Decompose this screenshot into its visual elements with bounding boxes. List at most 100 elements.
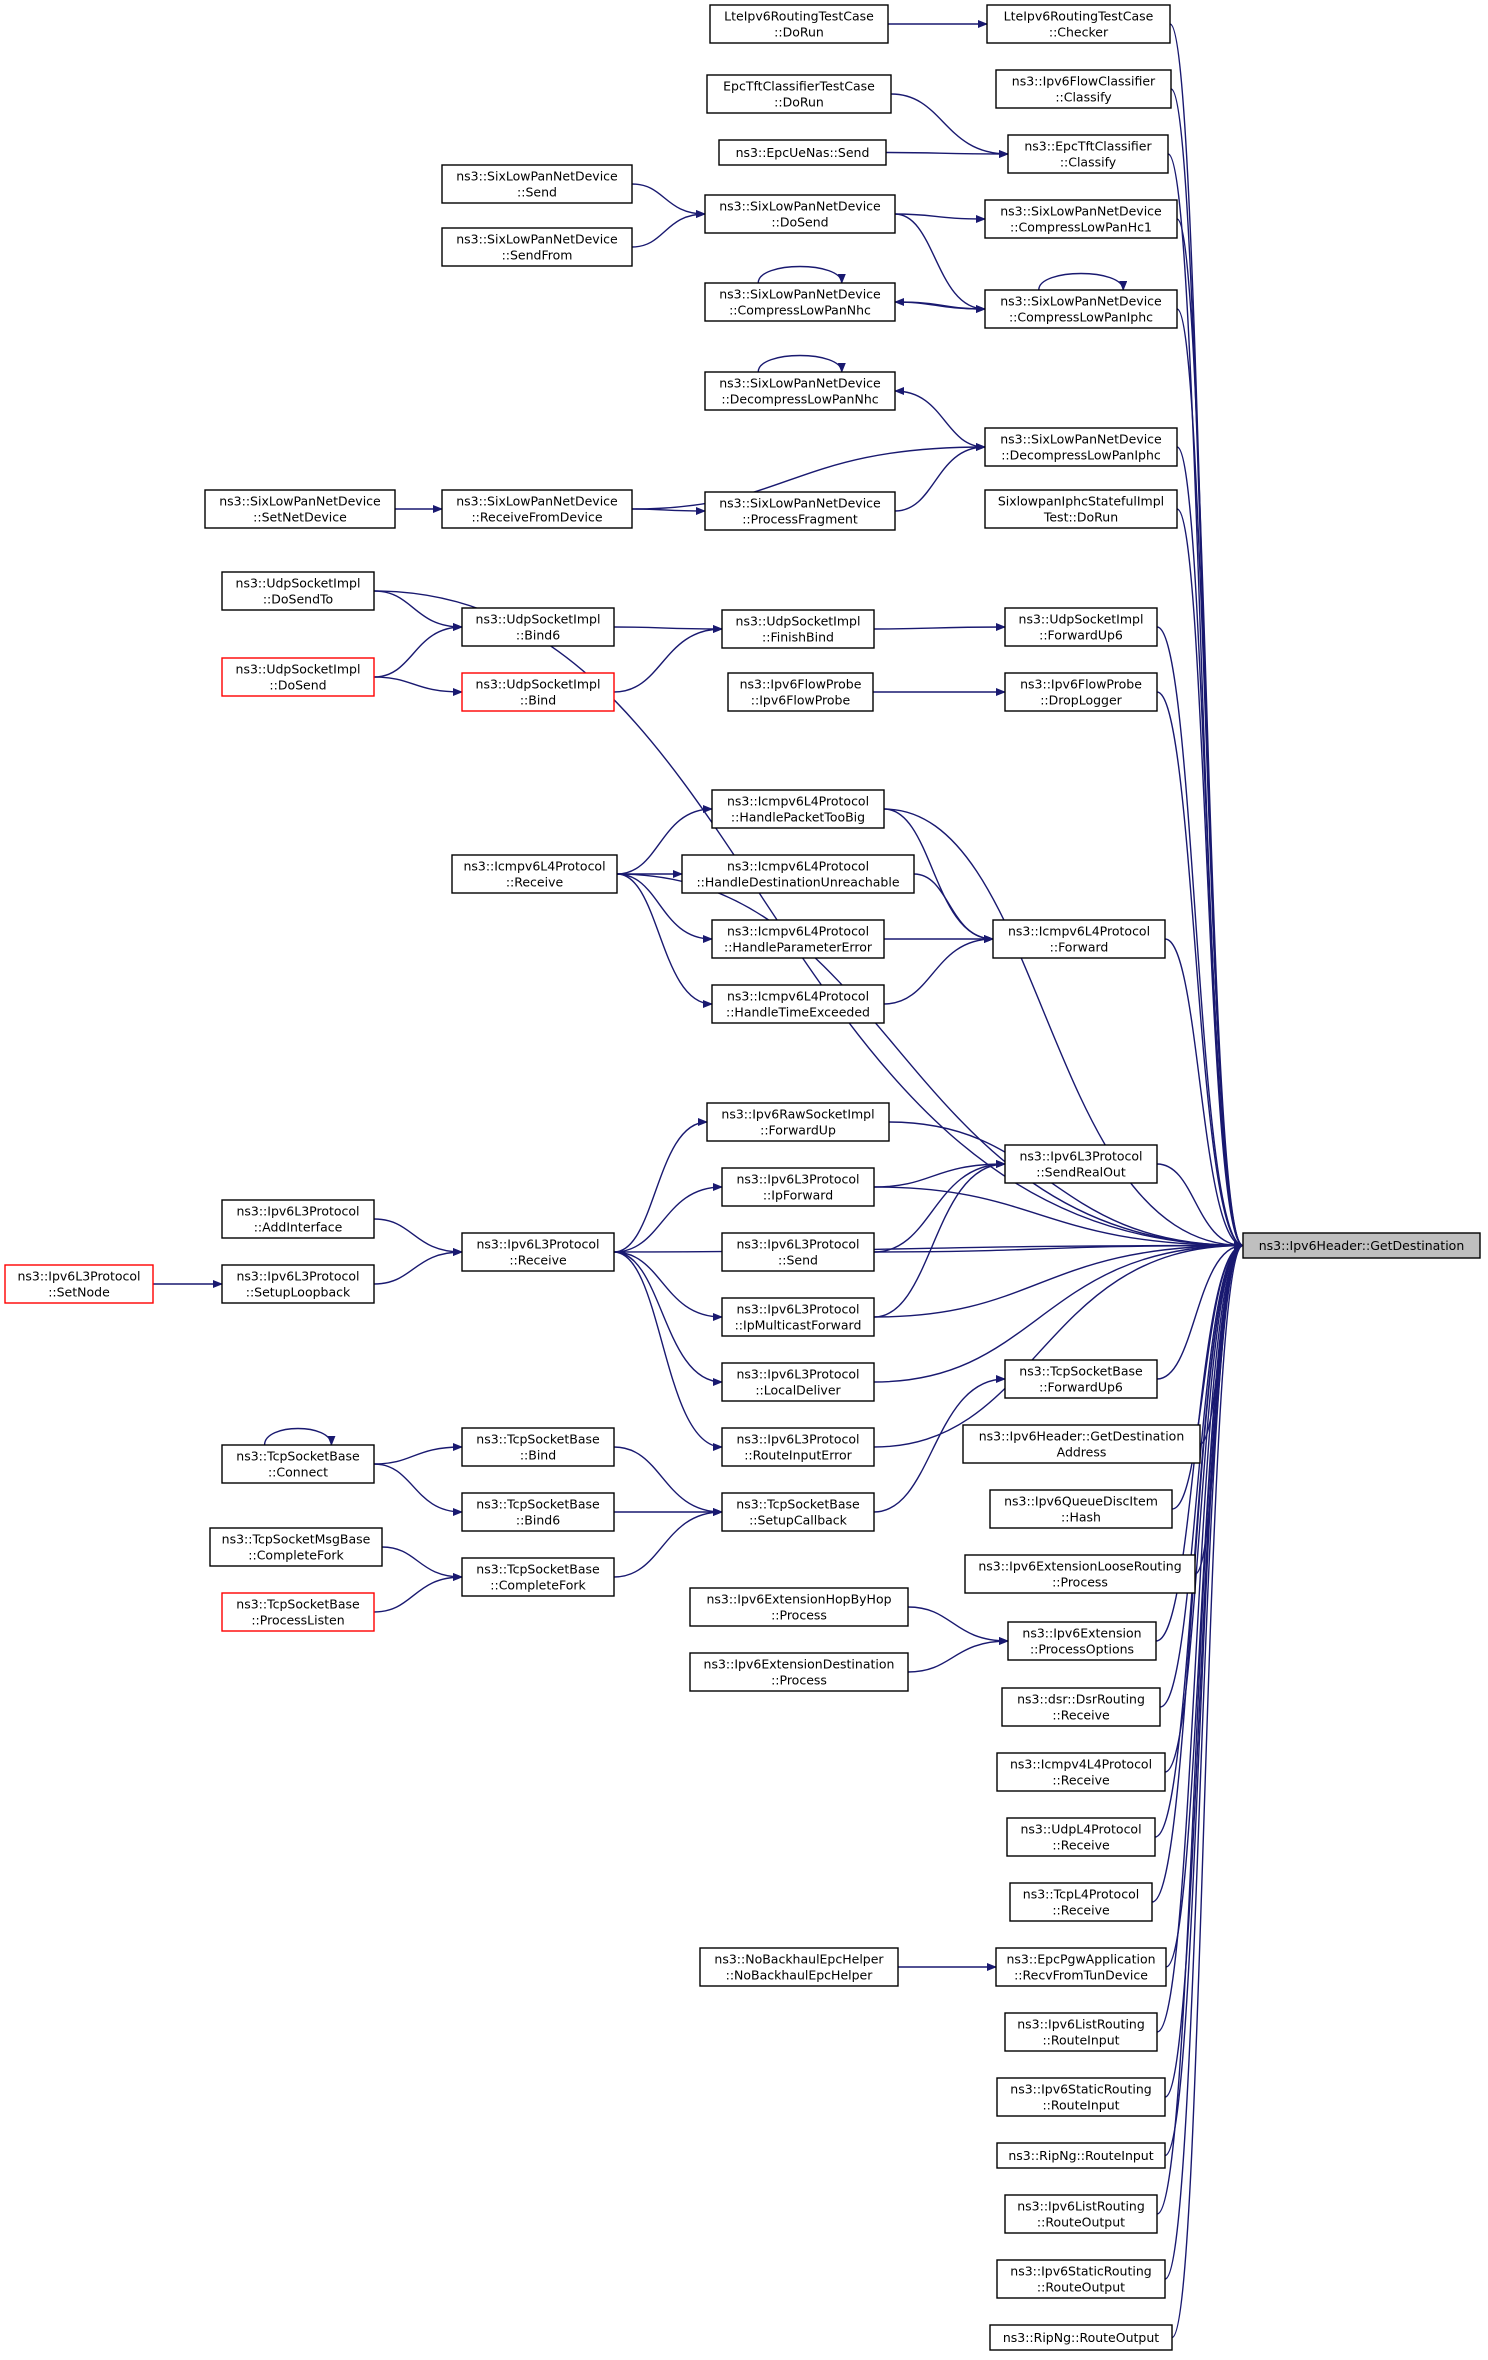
node-label-line: ::CompressLowPanHc1 [1010,220,1152,235]
node-tcp-complete-fork[interactable]: ns3::TcpSocketBase::CompleteFork [461,1557,615,1597]
node-label-line: ::Receive [509,1253,567,1268]
node-udp-bind[interactable]: ns3::UdpSocketImpl::Bind [461,672,615,712]
node-label-line: ns3::Icmpv4L4Protocol [1010,1757,1152,1772]
node-set-net-device[interactable]: ns3::SixLowPanNetDevice::SetNetDevice [204,489,396,529]
node-label-line: ::DoRun [774,95,824,110]
node-l3-ip-forward[interactable]: ns3::Ipv6L3Protocol::IpForward [721,1167,875,1207]
node-tcp-l4-receive[interactable]: ns3::TcpL4Protocol::Receive [1009,1882,1153,1922]
node-lte-do-run[interactable]: LteIpv6RoutingTestCase::DoRun [709,4,889,44]
node-label-line: ::SetNode [48,1285,110,1300]
node-udp-do-send[interactable]: ns3::UdpSocketImpl::DoSend [221,657,375,697]
node-ext-process-options[interactable]: ns3::Ipv6Extension::ProcessOptions [1007,1621,1157,1661]
node-l3-send[interactable]: ns3::Ipv6L3Protocol::Send [721,1232,875,1272]
node-icmp4-receive[interactable]: ns3::Icmpv4L4Protocol::Receive [996,1752,1166,1792]
node-udp-do-send-to[interactable]: ns3::UdpSocketImpl::DoSendTo [221,571,375,611]
node-flow-classify[interactable]: ns3::Ipv6FlowClassifier::Classify [995,69,1172,109]
node-label-line: ::RouteInputError [744,1448,852,1463]
node-epc-ue-nas-send[interactable]: ns3::EpcUeNas::Send [718,139,887,166]
node-six-send-from[interactable]: ns3::SixLowPanNetDevice::SendFrom [441,227,633,267]
node-tcp-process-listen[interactable]: ns3::TcpSocketBase::ProcessListen [221,1592,375,1632]
node-epc-tft-classify[interactable]: ns3::EpcTftClassifier::Classify [1007,134,1169,174]
node-rip-route-input[interactable]: ns3::RipNg::RouteInput [996,2142,1166,2169]
node-icmp-too-big[interactable]: ns3::Icmpv6L4Protocol::HandlePacketTooBi… [711,789,885,829]
node-label-line: ns3::Icmpv6L4Protocol [1008,924,1150,939]
node-compress-hc1[interactable]: ns3::SixLowPanNetDevice::CompressLowPanH… [984,199,1178,239]
node-l3-send-real-out[interactable]: ns3::Ipv6L3Protocol::SendRealOut [1004,1144,1158,1184]
node-label-line: ns3::SixLowPanNetDevice [219,494,381,509]
node-box [461,672,615,712]
node-root[interactable]: ns3::Ipv6Header::GetDestination [1242,1232,1481,1259]
node-static-route-input[interactable]: ns3::Ipv6StaticRouting::RouteInput [996,2077,1166,2117]
node-tcp-connect[interactable]: ns3::TcpSocketBase::Connect [221,1444,375,1484]
node-l3-setup-loopback[interactable]: ns3::Ipv6L3Protocol::SetupLoopback [221,1264,375,1304]
node-lte-checker[interactable]: LteIpv6RoutingTestCase::Checker [986,4,1171,44]
node-label-line: ns3::Ipv6StaticRouting [1010,2264,1151,2279]
self-loop-compress-nhc [757,265,846,284]
node-l3-set-node[interactable]: ns3::Ipv6L3Protocol::SetNode [4,1264,154,1304]
node-loose-routing[interactable]: ns3::Ipv6ExtensionLooseRouting::Process [964,1554,1196,1594]
node-drop-logger[interactable]: ns3::Ipv6FlowProbe::DropLogger [1004,672,1158,712]
node-box [1001,1687,1161,1727]
node-box [704,194,896,234]
node-queue-disc-hash[interactable]: ns3::Ipv6QueueDiscItem::Hash [989,1489,1173,1529]
node-decompress-iphc[interactable]: ns3::SixLowPanNetDevice::DecompressLowPa… [984,427,1178,467]
node-tcp-msg-complete-fork[interactable]: ns3::TcpSocketMsgBase::CompleteFork [209,1527,383,1567]
node-udp-bind6[interactable]: ns3::UdpSocketImpl::Bind6 [461,607,615,647]
node-hop-by-hop[interactable]: ns3::Ipv6ExtensionHopByHop::Process [689,1587,909,1627]
node-tcp-setup-callback[interactable]: ns3::TcpSocketBase::SetupCallback [721,1492,875,1532]
node-l3-add-interface[interactable]: ns3::Ipv6L3Protocol::AddInterface [221,1199,375,1239]
node-label-line: ns3::TcpSocketBase [476,1497,600,1512]
node-raw-forward-up[interactable]: ns3::Ipv6RawSocketImpl::ForwardUp [706,1102,890,1142]
node-dsr-receive[interactable]: ns3::dsr::DsrRouting::Receive [1001,1687,1161,1727]
node-compress-nhc[interactable]: ns3::SixLowPanNetDevice::CompressLowPanN… [704,282,896,322]
node-receive-from-device[interactable]: ns3::SixLowPanNetDevice::ReceiveFromDevi… [441,489,633,529]
node-udp-l4-receive[interactable]: ns3::UdpL4Protocol::Receive [1006,1817,1156,1857]
node-static-route-output[interactable]: ns3::Ipv6StaticRouting::RouteOutput [996,2259,1166,2299]
node-decompress-nhc[interactable]: ns3::SixLowPanNetDevice::DecompressLowPa… [704,371,896,411]
node-icmp-receive[interactable]: ns3::Icmpv6L4Protocol::Receive [451,854,618,894]
nodes-layer: ns3::Ipv6Header::GetDestination LteIpv6Ro… [4,4,1481,2351]
node-no-backhaul[interactable]: ns3::NoBackhaulEpcHelper::NoBackhaulEpcH… [699,1947,899,1987]
node-l3-ip-multicast-forward[interactable]: ns3::Ipv6L3Protocol::IpMulticastForward [721,1297,875,1337]
node-epc-pgw-recv[interactable]: ns3::EpcPgwApplication::RecvFromTunDevic… [995,1947,1167,1987]
node-box [461,1557,615,1597]
node-icmp-param-error[interactable]: ns3::Icmpv6L4Protocol::HandleParameterEr… [711,919,885,959]
node-flow-probe-ctor[interactable]: ns3::Ipv6FlowProbe::Ipv6FlowProbe [727,672,874,712]
node-icmp-time-exceeded[interactable]: ns3::Icmpv6L4Protocol::HandleTimeExceede… [711,984,885,1024]
node-l3-route-input-error[interactable]: ns3::Ipv6L3Protocol::RouteInputError [721,1427,875,1467]
edge-icmp-too-big-to-root [883,808,1244,1250]
node-epc-tft-test-do-run[interactable]: EpcTftClassifierTestCase::DoRun [706,74,892,114]
node-icmp-forward[interactable]: ns3::Icmpv6L4Protocol::Forward [992,919,1166,959]
node-l3-receive[interactable]: ns3::Ipv6L3Protocol::Receive [461,1232,615,1272]
node-l3-local-deliver[interactable]: ns3::Ipv6L3Protocol::LocalDeliver [721,1362,875,1402]
node-ext-destination[interactable]: ns3::Ipv6ExtensionDestination::Process [689,1652,909,1692]
node-label-line: ns3::Ipv6L3Protocol [17,1269,140,1284]
node-tcp-bind6[interactable]: ns3::TcpSocketBase::Bind6 [461,1492,615,1532]
node-tcp-bind[interactable]: ns3::TcpSocketBase::Bind [461,1427,615,1467]
node-label-line: EpcTftClassifierTestCase [723,79,875,94]
node-udp-finish-bind[interactable]: ns3::UdpSocketImpl::FinishBind [721,609,875,649]
edge-compress-nhc-to-compress-iphc [894,301,986,313]
node-label-line: ::Classify [1060,155,1117,170]
node-label-line: ns3::Ipv6L3Protocol [736,1172,859,1187]
edge-six-send-to-six-do-send [631,183,706,218]
node-six-send[interactable]: ns3::SixLowPanNetDevice::Send [441,164,633,204]
node-box [1004,2194,1158,2234]
node-list-route-output[interactable]: ns3::Ipv6ListRouting::RouteOutput [1004,2194,1158,2234]
node-box [221,1199,375,1239]
edge-l3-route-input-error-to-root [873,1241,1244,1448]
node-rip-route-output[interactable]: ns3::RipNg::RouteOutput [989,2324,1173,2351]
node-process-fragment[interactable]: ns3::SixLowPanNetDevice::ProcessFragment [704,491,896,531]
node-label-line: ns3::Ipv6L3Protocol [236,1269,359,1284]
node-list-route-input[interactable]: ns3::Ipv6ListRouting::RouteInput [1004,2012,1158,2052]
node-label-line: ::ProcessFragment [742,512,858,527]
self-loop-tcp-connect [263,1427,336,1446]
node-six-do-send[interactable]: ns3::SixLowPanNetDevice::DoSend [704,194,896,234]
node-label-line: ns3::UdpSocketImpl [1019,612,1144,627]
node-icmp-unreach[interactable]: ns3::Icmpv6L4Protocol::HandleDestination… [681,854,915,894]
node-udp-forward-up6[interactable]: ns3::UdpSocketImpl::ForwardUp6 [1004,607,1158,647]
node-compress-iphc[interactable]: ns3::SixLowPanNetDevice::CompressLowPanI… [984,289,1178,329]
node-tcp-forward-up6[interactable]: ns3::TcpSocketBase::ForwardUp6 [1004,1359,1158,1399]
